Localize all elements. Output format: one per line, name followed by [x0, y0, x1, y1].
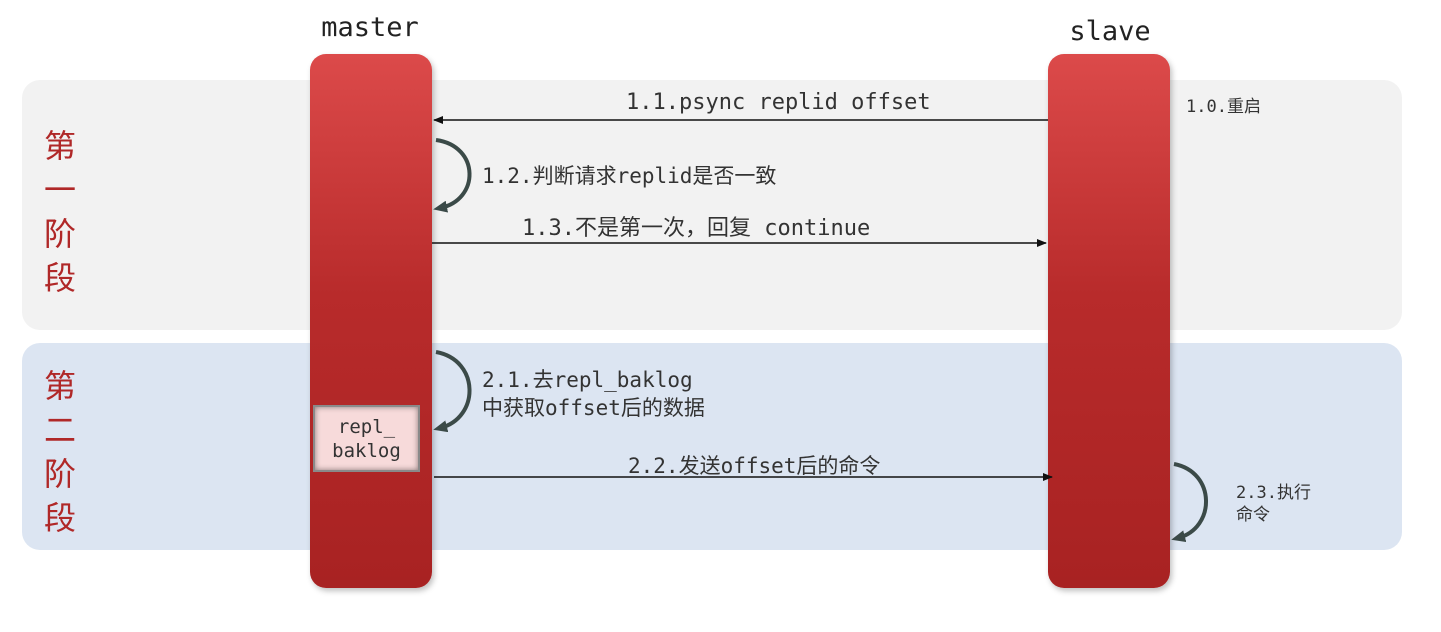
- msg-1-3-continue: 1.3.不是第一次，回复 continue: [522, 216, 871, 241]
- phase-2-title: 第 二 阶 段: [43, 367, 76, 537]
- phase-1-title: 第 一 阶 段: [43, 127, 76, 297]
- msg-2-2-send-commands: 2.2.发送offset后的命令: [628, 454, 881, 478]
- phase-2-band: [22, 343, 1402, 550]
- repl-backlog-box: repl_ baklog: [313, 405, 420, 472]
- master-label: master: [321, 12, 419, 43]
- msg-2-1-fetch-backlog: 2.1.去repl_baklog 中获取offset后的数据: [482, 368, 705, 420]
- loop-arrow-1-2: [433, 138, 472, 213]
- loop-arrow-2-3: [1171, 462, 1208, 543]
- slave-label: slave: [1069, 16, 1151, 47]
- phase-1-band: [22, 80, 1402, 330]
- master-lifeline: [310, 54, 432, 588]
- msg-1-2-check-replid: 1.2.判断请求replid是否一致: [482, 164, 777, 188]
- slave-lifeline: [1048, 54, 1170, 588]
- loop-arrow-2-1: [433, 350, 472, 433]
- msg-2-3-execute: 2.3.执行 命令: [1236, 483, 1311, 525]
- msg-1-1-psync: 1.1.psync replid offset: [626, 90, 931, 115]
- msg-1-0-restart: 1.0.重启: [1186, 97, 1261, 117]
